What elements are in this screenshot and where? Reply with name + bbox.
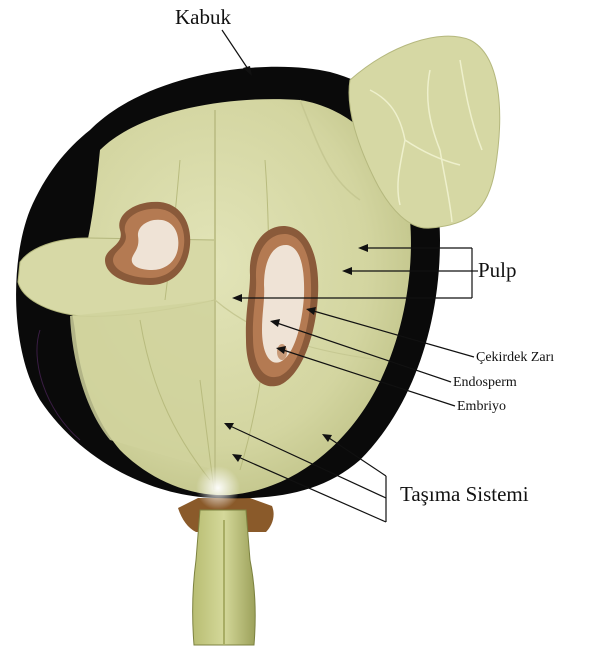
label-kabuk: Kabuk: [175, 5, 231, 29]
label-endosperm: Endosperm: [453, 375, 517, 390]
leader-kabuk: [222, 30, 250, 72]
label-pulp: Pulp: [478, 258, 517, 282]
label-tasima-sistemi: Taşıma Sistemi: [400, 482, 529, 506]
label-cekirdek-zari: Çekirdek Zarı: [476, 350, 554, 365]
label-embriyo: Embriyo: [457, 399, 506, 414]
